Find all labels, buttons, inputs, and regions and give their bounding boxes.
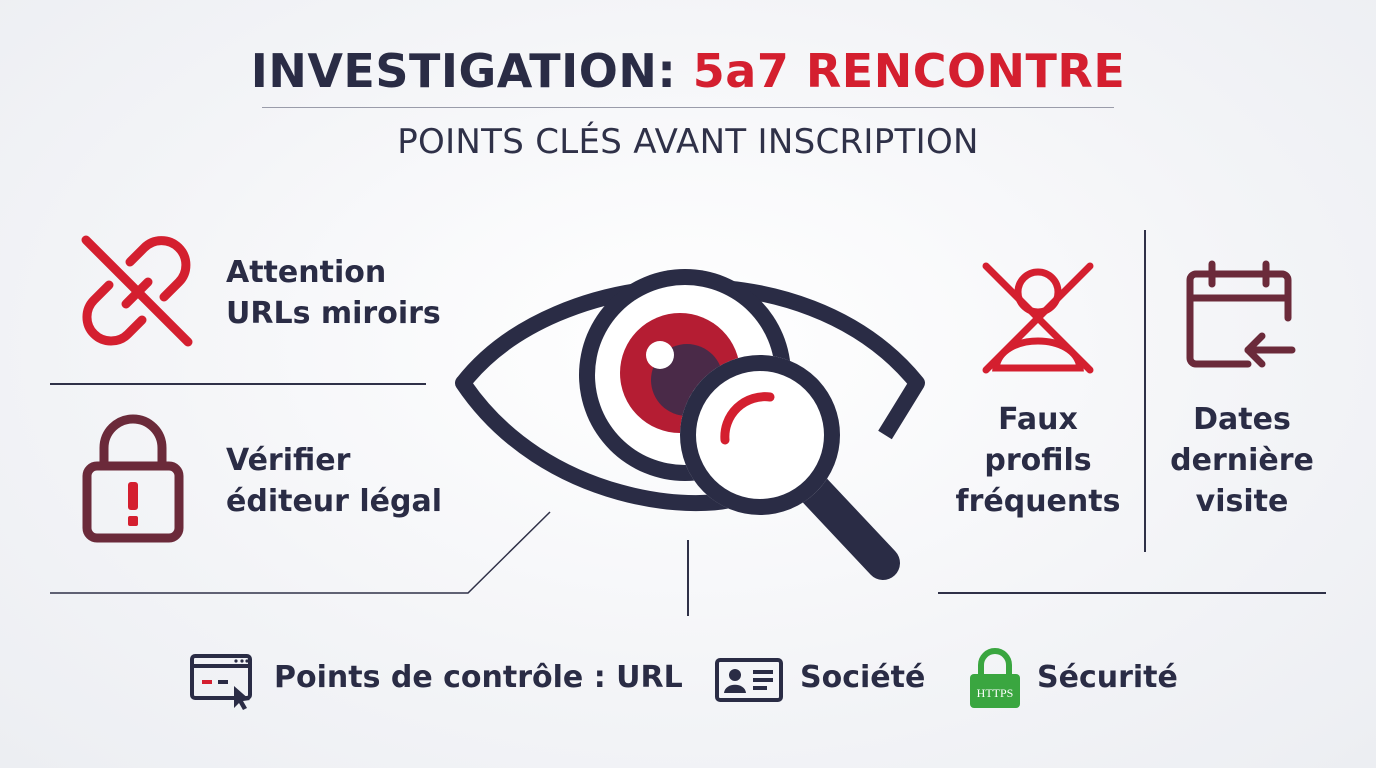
right-item-2-line2: dernière: [1170, 443, 1314, 478]
page-title: INVESTIGATION: 5a7 RENCONTRE: [0, 44, 1376, 98]
left-item-1-label: Attention URLs miroirs: [226, 252, 441, 334]
right-vertical-divider: [1144, 230, 1146, 552]
left-connector-line: [50, 500, 560, 600]
crossed-out-profile-icon: [980, 260, 1096, 376]
right-item-1-line2: profils: [984, 443, 1092, 478]
https-badge-text: HTTPS: [977, 686, 1014, 700]
bottom-item-societe-label: Société: [800, 660, 926, 695]
right-item-2-label: Dates dernière visite: [1150, 399, 1334, 522]
right-item-2-line3: visite: [1195, 484, 1289, 519]
left-divider-1: [50, 383, 426, 385]
right-item-1-line1: Faux: [998, 402, 1078, 437]
center-connector-line: [687, 540, 689, 616]
calendar-return-icon: [1186, 260, 1298, 372]
left-item-2-line2: éditeur légal: [226, 484, 443, 519]
left-item-1-line1: Attention: [226, 255, 387, 290]
bottom-item-url-label: Points de contrôle : URL: [274, 660, 683, 695]
browser-cursor-icon: [190, 654, 256, 710]
right-item-2-line1: Dates: [1193, 402, 1291, 437]
left-item-2-label: Vérifier éditeur légal: [226, 440, 442, 522]
right-divider: [938, 592, 1326, 594]
title-accent: 5a7 RENCONTRE: [692, 44, 1126, 98]
title-main: INVESTIGATION:: [250, 44, 693, 98]
bottom-item-securite-label: Sécurité: [1037, 660, 1178, 695]
left-item-2-line1: Vérifier: [226, 443, 351, 478]
right-item-1-label: Faux profils fréquents: [948, 399, 1128, 522]
https-lock-icon: HTTPS: [968, 648, 1022, 710]
title-divider: [262, 107, 1114, 108]
left-item-1-line2: URLs miroirs: [226, 296, 441, 331]
id-card-icon: [715, 658, 783, 702]
right-item-1-line3: fréquents: [955, 484, 1121, 519]
padlock-warning-icon: [82, 414, 184, 543]
page-subtitle: POINTS CLÉS AVANT INSCRIPTION: [397, 122, 979, 162]
broken-link-icon: [78, 232, 196, 350]
eye-magnifier-icon: [455, 255, 925, 585]
